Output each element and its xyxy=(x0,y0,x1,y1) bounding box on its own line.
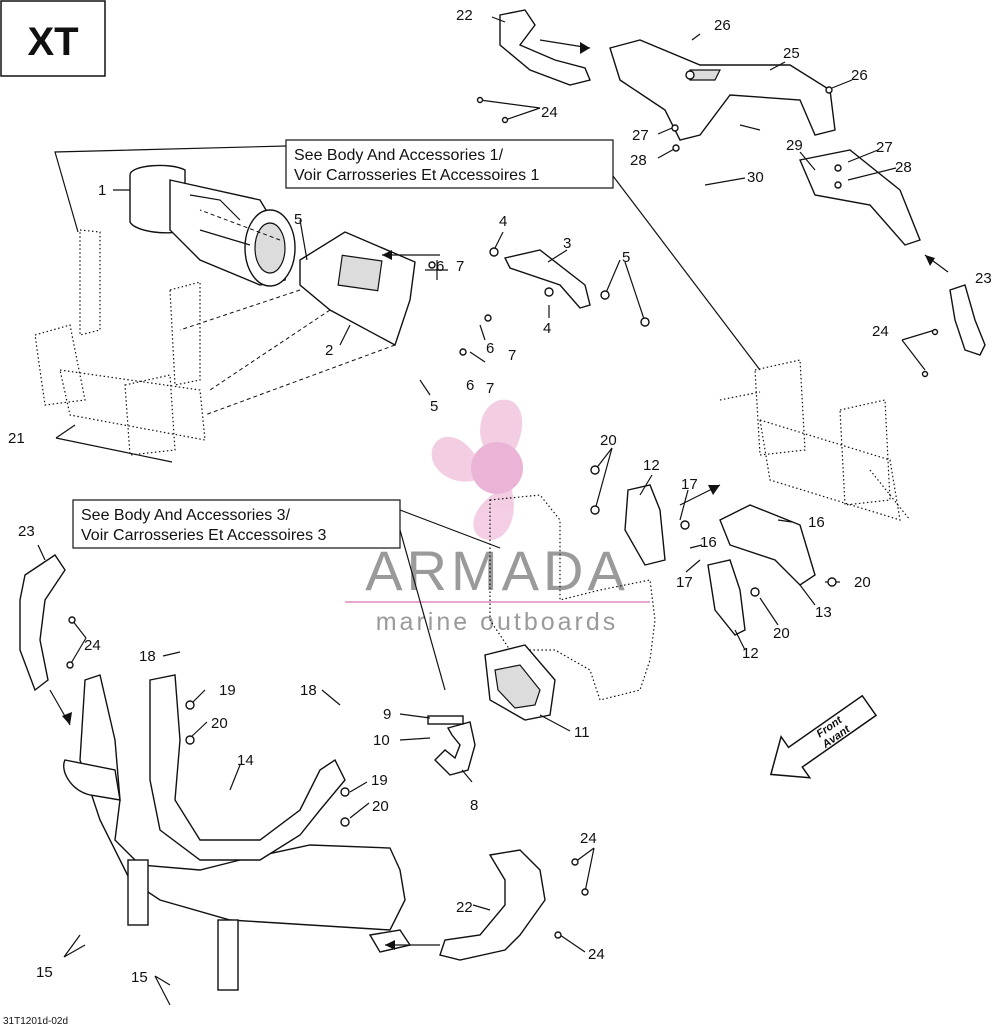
callout-27b: 27 xyxy=(876,139,893,156)
note-leader-lines xyxy=(54,145,761,691)
top-handguard-part xyxy=(499,9,591,86)
callout-6a: 6 xyxy=(436,258,444,275)
callout-3: 3 xyxy=(563,235,571,252)
callout-22a: 22 xyxy=(456,7,473,24)
note-body-accessories-1[interactable]: See Body And Accessories 1/ Voir Carross… xyxy=(285,139,614,189)
callout-24d: 24 xyxy=(580,830,597,847)
hitch-mount-part xyxy=(484,494,656,721)
right-handguard-part xyxy=(949,284,986,356)
callout-4a: 4 xyxy=(499,213,507,230)
assembly-arrows xyxy=(49,39,949,950)
bracket-13 xyxy=(719,504,816,586)
callout-28a: 28 xyxy=(630,152,647,169)
callout-16b: 16 xyxy=(700,534,717,551)
bracket-12-upper xyxy=(624,484,666,566)
callout-11: 11 xyxy=(574,724,590,741)
callout-20e: 20 xyxy=(773,625,790,642)
winch-plate-part xyxy=(179,209,416,416)
callout-12b: 12 xyxy=(742,645,759,662)
callout-19a: 19 xyxy=(219,682,236,699)
callout-12a: 12 xyxy=(643,457,660,474)
callout-5c: 5 xyxy=(430,398,438,415)
bottom-handguard-part xyxy=(439,849,546,961)
winch-part xyxy=(129,164,296,287)
callout-24b: 24 xyxy=(872,323,889,340)
callout-7a: 7 xyxy=(456,258,464,275)
note-3-line-2: Voir Carrosseries Et Accessoires 3 xyxy=(81,527,327,544)
note-body-accessories-3[interactable]: See Body And Accessories 3/ Voir Carross… xyxy=(72,499,401,549)
callout-10: 10 xyxy=(373,732,390,749)
callout-21: 21 xyxy=(8,430,25,447)
callout-5a: 5 xyxy=(294,211,302,228)
callout-4b: 4 xyxy=(543,320,551,337)
leader-lines xyxy=(37,16,936,1006)
callout-18b: 18 xyxy=(300,682,317,699)
propeller-logo-icon xyxy=(431,399,523,540)
callout-23b: 23 xyxy=(18,523,35,540)
callouts: 1 2 3 4 4 5 5 5 6 6 6 7 7 7 8 9 10 11 12… xyxy=(8,7,992,986)
callout-8: 8 xyxy=(470,797,478,814)
callout-20c: 20 xyxy=(600,432,617,449)
callout-28b: 28 xyxy=(895,159,912,176)
callout-26b: 26 xyxy=(851,67,868,84)
callout-29: 29 xyxy=(786,137,803,154)
callout-17a: 17 xyxy=(681,476,698,493)
callout-27a: 27 xyxy=(632,127,649,144)
callout-2: 2 xyxy=(325,342,333,359)
watermark: ARMADA marine outboards xyxy=(345,399,650,636)
callout-1: 1 xyxy=(98,182,106,199)
callout-25: 25 xyxy=(783,45,800,62)
bracket-part xyxy=(503,249,591,309)
callout-19b: 19 xyxy=(371,772,388,789)
callout-7b: 7 xyxy=(508,347,516,364)
fasteners xyxy=(66,70,939,939)
callout-6b: 6 xyxy=(486,340,494,357)
callout-23a: 23 xyxy=(975,270,992,287)
callout-15a: 15 xyxy=(36,964,53,981)
callout-9: 9 xyxy=(383,706,391,723)
note-3-line-1: See Body And Accessories 3/ xyxy=(81,507,291,524)
right-frame-part xyxy=(719,359,911,521)
callout-15b: 15 xyxy=(131,969,148,986)
top-bar-part xyxy=(609,39,921,246)
model-badge-text: XT xyxy=(27,20,78,64)
note-1-line-2: Voir Carrosseries Et Accessoires 1 xyxy=(294,167,540,184)
callout-13: 13 xyxy=(815,604,832,621)
front-bumper-part xyxy=(63,674,412,991)
callout-20d: 20 xyxy=(854,574,871,591)
callout-24e: 24 xyxy=(588,946,605,963)
callout-6c: 6 xyxy=(466,377,474,394)
hook-part xyxy=(427,715,476,776)
callout-24c: 24 xyxy=(84,637,101,654)
callout-16a: 16 xyxy=(808,514,825,531)
callout-7c: 7 xyxy=(486,380,494,397)
bracket-12-lower xyxy=(707,559,746,636)
callout-17b: 17 xyxy=(676,574,693,591)
callout-5b: 5 xyxy=(622,249,630,266)
callout-26a: 26 xyxy=(714,17,731,34)
left-handguard-part xyxy=(19,554,66,692)
callout-30: 30 xyxy=(747,169,764,186)
callout-24a: 24 xyxy=(541,104,558,121)
front-direction-arrow: Front Avant xyxy=(769,694,878,779)
callout-20a: 20 xyxy=(211,715,228,732)
callout-22b: 22 xyxy=(456,899,473,916)
callout-18a: 18 xyxy=(139,648,156,665)
model-badge: XT xyxy=(0,0,106,77)
note-1-line-1: See Body And Accessories 1/ xyxy=(294,147,504,164)
drawing-number: 31T1201d-02d xyxy=(3,1016,68,1027)
callout-14: 14 xyxy=(237,752,254,769)
callout-20b: 20 xyxy=(372,798,389,815)
watermark-tagline: marine outboards xyxy=(376,608,619,636)
watermark-brand: ARMADA xyxy=(365,539,629,602)
left-frame-part xyxy=(34,229,206,456)
